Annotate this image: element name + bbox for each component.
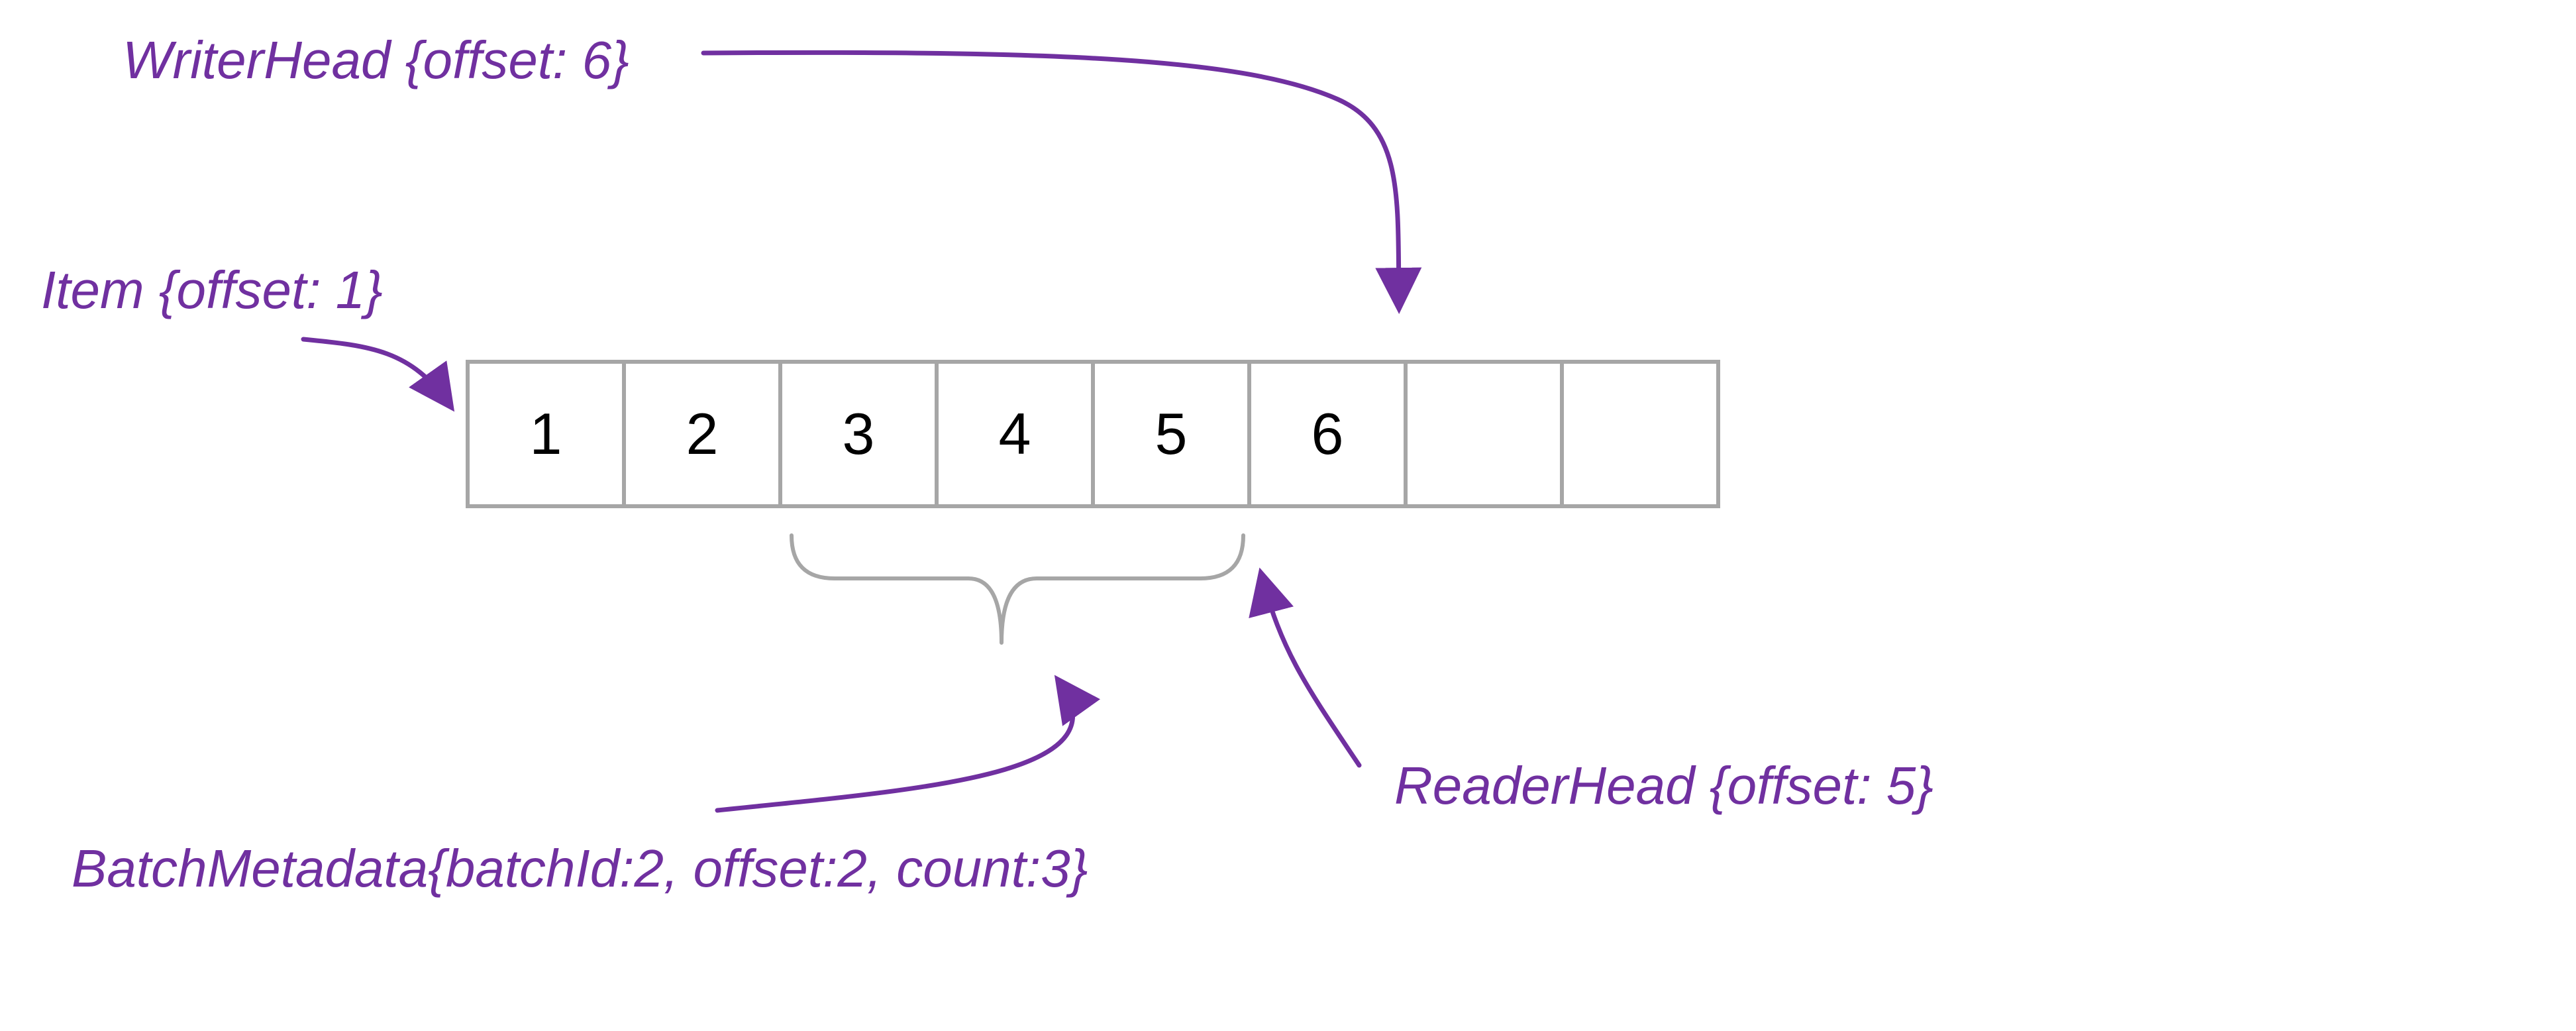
buffer-cell-value: 2	[686, 401, 719, 466]
batch-metadata-label: BatchMetadata{batchId:2, offset:2, count…	[72, 839, 1088, 898]
buffer-cell-value: 4	[999, 401, 1031, 466]
buffer-cell-box	[1560, 360, 1720, 508]
buffer-cell	[1404, 360, 1564, 508]
buffer-cell	[1560, 360, 1720, 508]
buffer-cell: 5	[1091, 360, 1251, 508]
buffer-cell-box	[466, 360, 626, 508]
buffer-cell: 6	[1247, 360, 1408, 508]
buffer-cell: 1	[466, 360, 626, 508]
reader-head-label: ReaderHead {offset: 5}	[1394, 756, 1933, 815]
item-arrow	[301, 337, 455, 412]
buffer-cell-value: 5	[1155, 401, 1188, 466]
buffer-cell-box	[1247, 360, 1408, 508]
item-label: Item {offset: 1}	[41, 260, 383, 319]
buffer-cell-box	[778, 360, 939, 508]
buffer-cell: 2	[622, 360, 782, 508]
buffer-cell-box	[1091, 360, 1251, 508]
batch-metadata-arrow	[715, 675, 1100, 813]
buffer-cell: 4	[935, 360, 1095, 508]
batch-brace	[790, 533, 1245, 645]
buffer-cell: 3	[778, 360, 939, 508]
reader-head-arrow	[1249, 567, 1362, 768]
writer-head-label: WriterHead {offset: 6}	[123, 30, 629, 89]
buffer-cell-value: 1	[530, 401, 562, 466]
writer-head-arrow	[701, 50, 1422, 314]
buffer-cell-value: 3	[843, 401, 875, 466]
buffer-cell-value: 6	[1312, 401, 1344, 466]
buffer-cells: 1 2 3 4 5 6	[466, 360, 1720, 508]
buffer-cell-box	[1404, 360, 1564, 508]
buffer-cell-box	[622, 360, 782, 508]
